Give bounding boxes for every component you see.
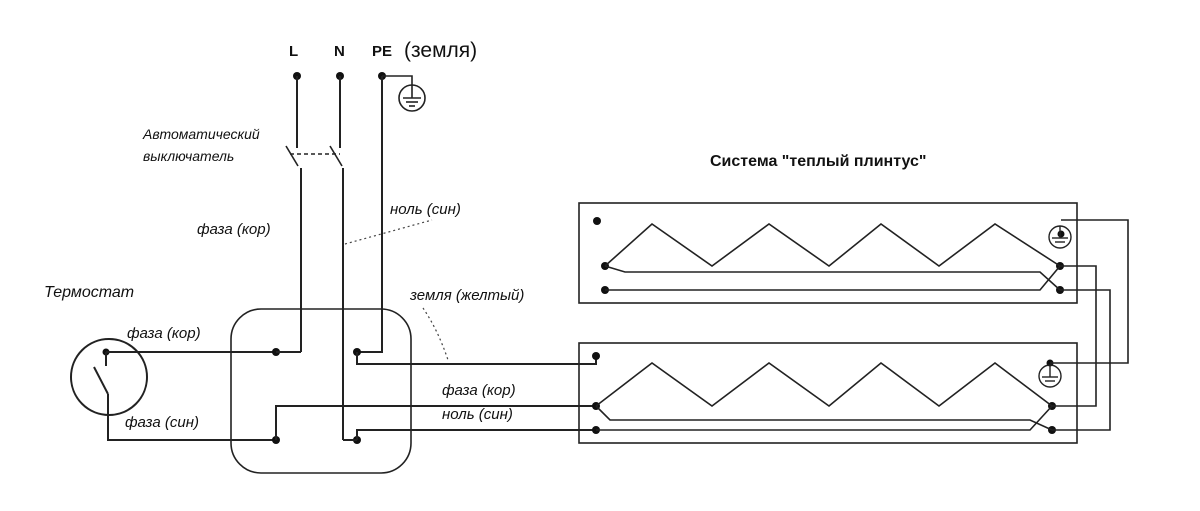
thermostat — [70, 338, 148, 416]
label-L: L — [289, 43, 298, 60]
label-ground-yellow: земля (желтый) — [409, 287, 524, 304]
label-phase-brown-thermo: фаза (кор) — [127, 325, 201, 342]
interconnect-neutral — [1052, 289, 1111, 431]
leader-ground — [422, 307, 449, 361]
ground-symbol-upper — [1048, 225, 1072, 249]
label-phase-brown-top: фаза (кор) — [197, 221, 271, 238]
label-N: N — [334, 43, 345, 60]
breaker-label-line1: Автоматический — [142, 126, 260, 142]
wire-phase-out — [275, 405, 596, 440]
heating-panel-upper — [578, 202, 1078, 304]
label-phase-brown-out: фаза (кор) — [442, 382, 516, 399]
circuit-breaker — [285, 76, 344, 440]
label-neutral-blue-top: ноль (син) — [390, 201, 461, 218]
wire-neutral-out — [356, 429, 596, 440]
label-PE-note: (земля) — [404, 39, 477, 62]
label-neutral-blue-out: ноль (син) — [442, 406, 513, 423]
heating-panel-lower — [578, 342, 1078, 444]
label-PE: PE — [372, 43, 392, 60]
breaker-label-line2: выключатель — [143, 148, 234, 164]
wire-ground-out — [356, 352, 597, 365]
leader-neutral — [344, 219, 433, 245]
interconnect-ground — [1050, 219, 1129, 364]
ground-symbol-supply — [382, 75, 426, 112]
thermostat-label: Термостат — [44, 284, 134, 301]
interconnect-phase — [1052, 265, 1097, 407]
system-title: Система "теплый плинтус" — [710, 153, 926, 170]
junction-box — [230, 308, 412, 474]
wire-thermo-out — [107, 406, 276, 441]
pe-wire — [357, 76, 383, 353]
label-phase-blue-thermo: фаза (син) — [125, 414, 199, 431]
